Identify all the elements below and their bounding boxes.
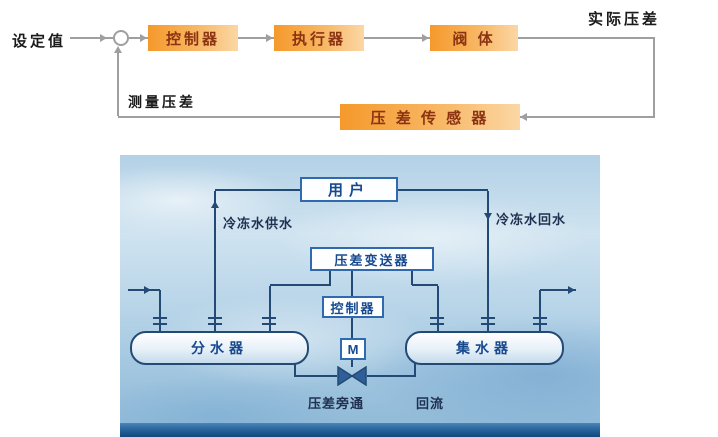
sensor-block: 压 差 传 感 器	[340, 104, 520, 130]
transmitter-box: 压差变送器	[310, 247, 434, 271]
pipe	[414, 361, 416, 377]
pipe	[215, 189, 300, 191]
measured-pressure-label: 测量压差	[128, 94, 196, 110]
summing-junction	[113, 30, 129, 46]
signal-line	[351, 271, 353, 296]
flow-arrow-right-icon	[568, 286, 575, 294]
pipe	[295, 375, 337, 377]
flow-arrow-down-icon	[484, 213, 492, 220]
arrow-right-icon	[422, 34, 429, 42]
controller-block: 控制器	[148, 25, 238, 51]
distributor-header: 分水器	[130, 331, 309, 365]
signal-line	[129, 37, 148, 39]
sensing-line	[411, 271, 413, 285]
sensing-line	[270, 284, 331, 286]
pipe	[539, 290, 541, 331]
collector-header: 集水器	[405, 331, 564, 365]
signal-line	[70, 37, 114, 39]
pipe	[214, 191, 216, 331]
actual-pressure-label: 实际压差	[588, 11, 661, 28]
bypass-label: 压差旁通	[308, 396, 365, 411]
pipe	[367, 375, 416, 377]
backflow-label: 回流	[416, 396, 445, 411]
arrow-up-icon	[114, 46, 122, 53]
valve-stem	[351, 360, 353, 367]
motor-box: M	[340, 338, 366, 360]
sensing-line	[412, 284, 438, 286]
flange-icon	[208, 317, 222, 325]
signal-line	[364, 37, 430, 39]
signal-line	[351, 318, 353, 338]
user-box: 用户	[300, 177, 398, 202]
pipe	[540, 289, 576, 291]
supply-label: 冷冻水供水	[223, 216, 294, 231]
flange-icon	[481, 317, 495, 325]
control-loop-diagram: 设定值 控制器 执行器 阀 体 实际压差 压 差 传 感 器 测量压差	[0, 0, 718, 150]
arrow-right-icon	[100, 34, 107, 42]
water-system-schematic: 用户 冷冻水供水 冷冻水回水 压差变送器 控制器 M	[120, 155, 600, 437]
sensing-line	[269, 286, 271, 331]
arrow-right-icon	[266, 34, 273, 42]
bypass-valve-icon	[337, 365, 367, 387]
setpoint-label: 设定值	[12, 33, 67, 50]
sensing-line	[329, 271, 331, 285]
pipe	[159, 290, 161, 331]
flow-arrow-right-icon	[144, 286, 151, 294]
controller-box: 控制器	[322, 296, 384, 318]
signal-line	[653, 37, 655, 118]
signal-line	[118, 116, 340, 118]
flow-arrow-up-icon	[211, 201, 219, 208]
actuator-block: 执行器	[274, 25, 364, 51]
pipe	[294, 361, 296, 377]
return-label: 冷冻水回水	[496, 212, 567, 227]
flange-icon	[430, 317, 444, 325]
arrow-left-icon	[520, 113, 527, 121]
flange-icon	[262, 317, 276, 325]
signal-line	[117, 53, 119, 116]
signal-line	[238, 37, 274, 39]
sensing-line	[437, 286, 439, 331]
signal-line	[518, 37, 655, 39]
water-strip	[120, 423, 600, 437]
signal-line	[520, 116, 655, 118]
arrow-right-icon	[140, 34, 147, 42]
valve-block: 阀 体	[430, 25, 518, 51]
pipe	[487, 191, 489, 331]
pipe	[398, 189, 488, 191]
